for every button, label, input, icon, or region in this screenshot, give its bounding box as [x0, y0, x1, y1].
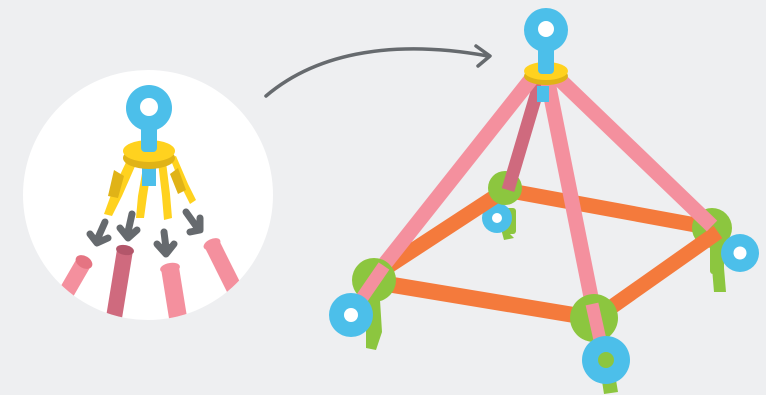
stick-orange-back [503, 182, 714, 236]
apex-pin-hole [538, 21, 554, 37]
stick-dark-back [501, 80, 547, 192]
eye-pin-back-right [721, 234, 759, 272]
apex-pin-lower [537, 86, 549, 102]
arrow-down-icon [182, 208, 204, 236]
pin-stem-lower [142, 166, 156, 186]
stick-pink-left [366, 73, 538, 285]
apex-connector [524, 8, 568, 102]
stick-orange-front [373, 274, 594, 326]
stick-pink-right [550, 70, 718, 232]
corner-back-left [482, 203, 516, 240]
pin-eye-hole [140, 98, 158, 116]
insert-arrows [86, 208, 204, 258]
detail-inset [23, 70, 273, 320]
pyramid-model [329, 8, 759, 394]
clip-arm-3 [158, 162, 172, 220]
arrow-down-icon [153, 228, 178, 258]
arrow-down-icon [116, 210, 141, 242]
arrow-down-icon [86, 218, 112, 247]
stick-pink-3 [203, 238, 244, 296]
eye-pin [126, 85, 172, 152]
clip-shade-1 [108, 170, 124, 198]
clip-shade-2 [170, 168, 186, 194]
corner-front-left [329, 258, 396, 350]
corner-front-right [570, 294, 630, 394]
stick-orange-right [591, 225, 723, 325]
curved-arrow-icon [264, 44, 492, 98]
hub-clips [104, 156, 196, 220]
stick-pink-front [540, 80, 602, 314]
clip-arm-4 [170, 156, 196, 204]
